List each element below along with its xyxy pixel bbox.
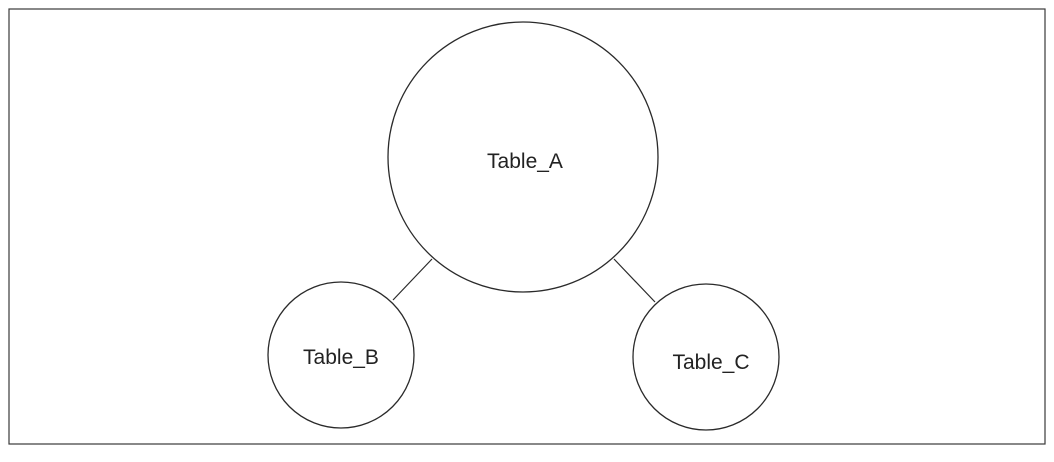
node-table-b-label: Table_B [303, 346, 379, 369]
node-table-c-label: Table_C [672, 351, 749, 374]
node-table-c: Table_C [632, 283, 780, 431]
node-table-c-circle [632, 283, 780, 431]
diagram-frame [8, 8, 1046, 445]
edge-table-a-to-table-c [613, 258, 656, 303]
node-table-a: Table_A [387, 21, 659, 293]
node-table-b-circle [267, 281, 415, 429]
node-table-b: Table_B [267, 281, 415, 429]
edge-table-a-to-table-b [392, 258, 433, 301]
node-table-a-label: Table_A [487, 150, 563, 173]
node-table-a-circle [387, 21, 659, 293]
